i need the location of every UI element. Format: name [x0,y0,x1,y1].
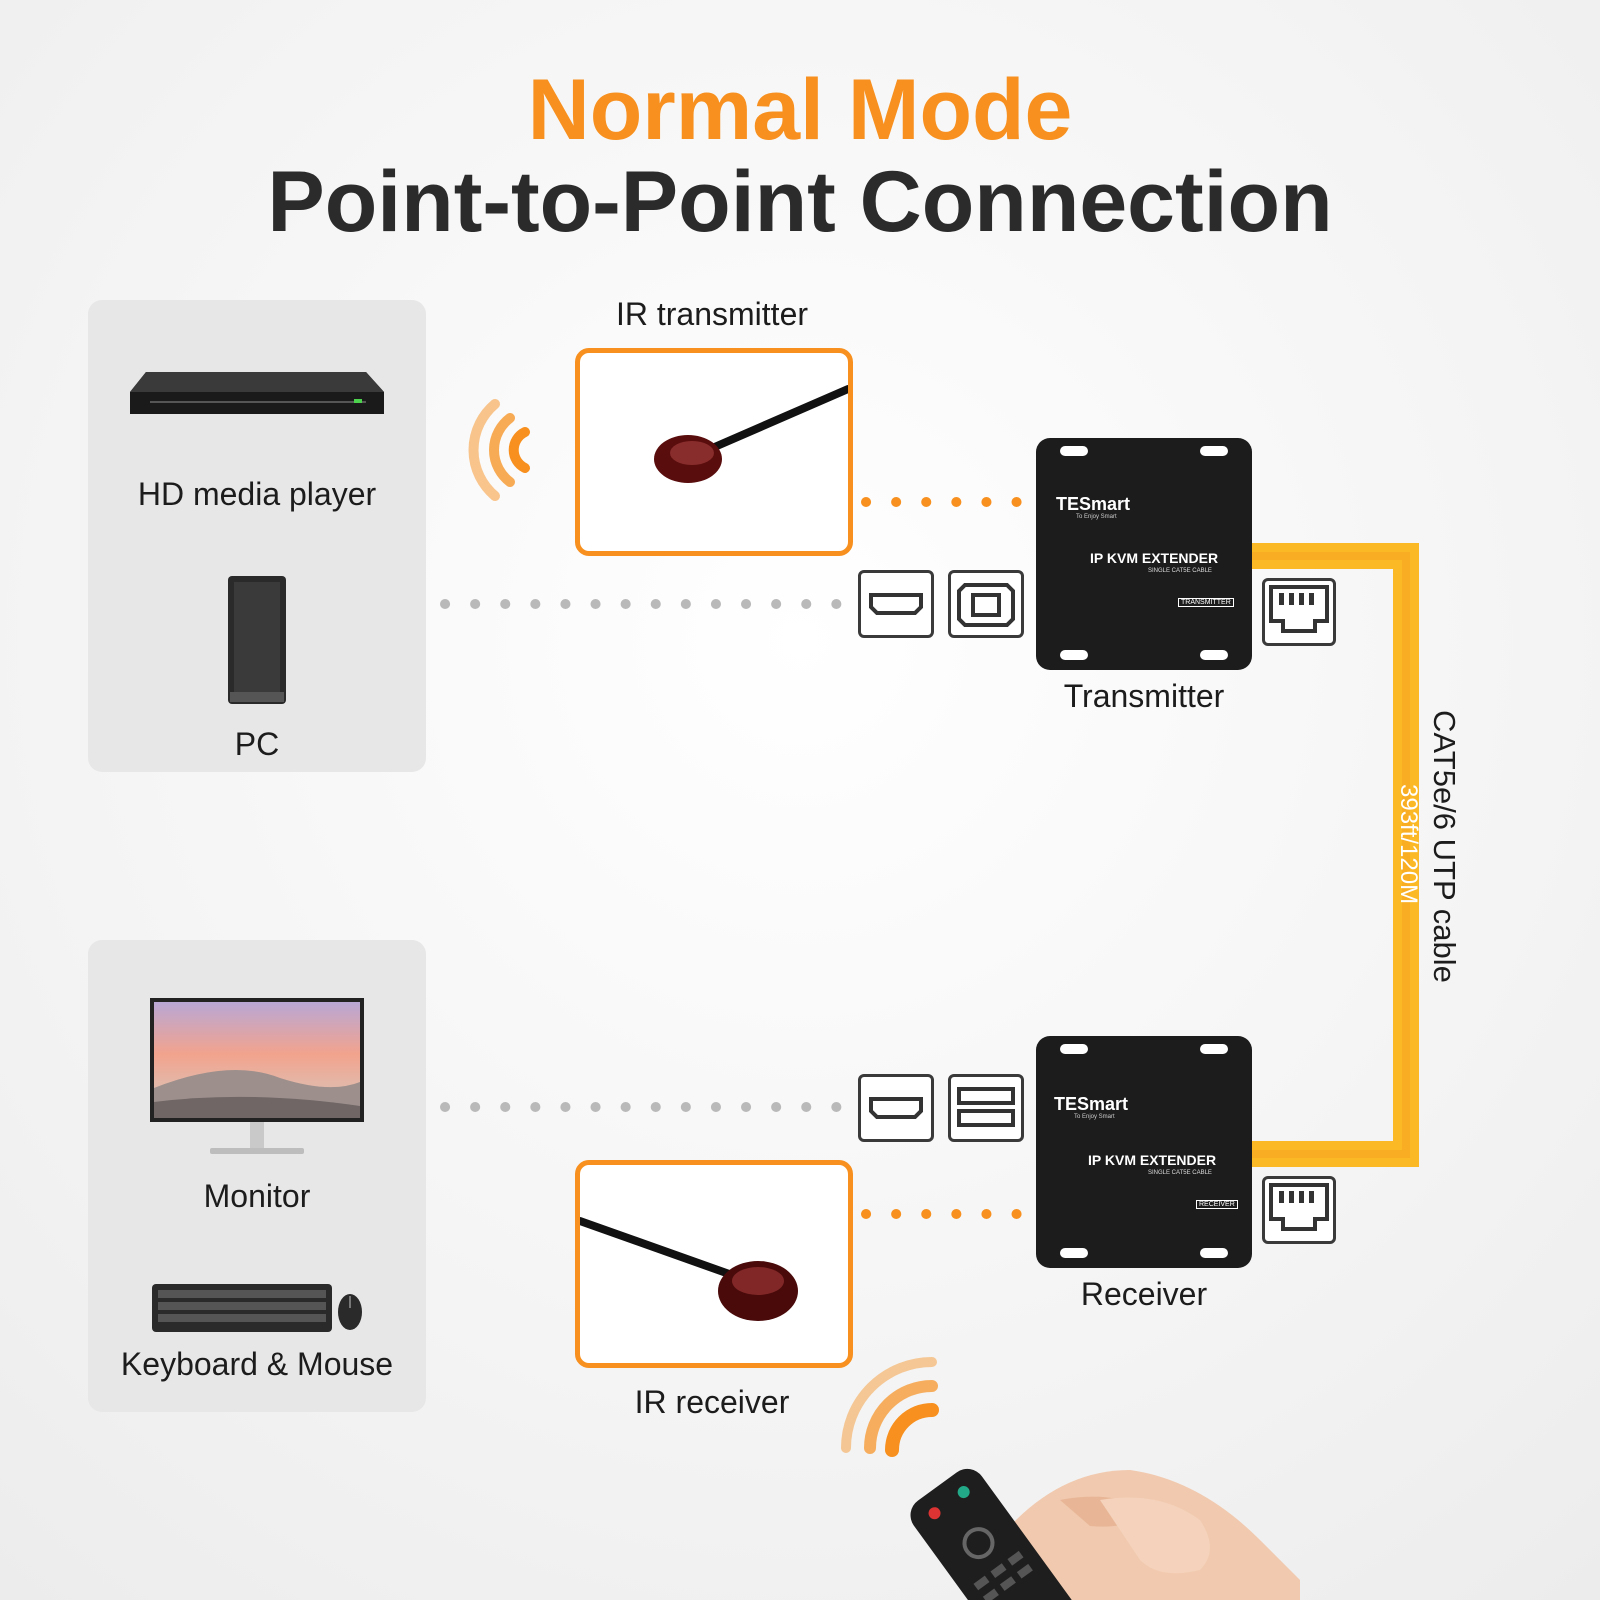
rj45-port-rx-icon [1262,1176,1336,1244]
transmitter-product: IP KVM EXTENDER [1090,550,1219,566]
mode-title: Normal Mode [527,62,1073,158]
keyboard-mouse-icon [152,1284,362,1332]
receiver-brand-sub: To Enjoy Smart [1074,1114,1115,1120]
receiver-brand: TESmart [1054,1094,1129,1114]
receiver-product: IP KVM EXTENDER [1088,1152,1217,1168]
page-title: Point-to-Point Connection [267,154,1333,250]
ir-wave-top-icon [468,399,530,501]
device-label-pc: PC [234,726,280,762]
hdmi-port-icon [858,570,934,638]
remote-control-icon [910,1468,1300,1600]
receiver-label: Receiver [1080,1276,1208,1312]
cable-name: CAT5e/6 UTP cable [1427,710,1462,983]
ir-transmitter-box [575,348,853,556]
usb-a-port-icon [948,1074,1024,1142]
transmitter-device: TESmart To Enjoy Smart IP KVM EXTENDER S… [1036,438,1252,670]
receiver-device: TESmart To Enjoy Smart IP KVM EXTENDER S… [1036,1036,1252,1268]
ir-receiver-box [575,1160,853,1368]
media-player-icon [130,372,384,414]
ir-transmitter-label: IR transmitter [615,296,809,332]
ir-transmitter-sensor-icon [654,385,848,483]
ir-wave-bottom-icon [841,1357,939,1457]
ir-receiver-sensor-icon [580,1217,798,1321]
rj45-port-tx-icon [1262,578,1336,646]
device-label-media-player: HD media player [137,476,377,512]
utp-cable [1250,543,1419,1167]
receiver-product-sub: SINGLE CAT5E CABLE [1148,1170,1212,1176]
usb-b-port-icon [948,570,1024,638]
hdmi-out-port-icon [858,1074,934,1142]
device-label-monitor: Monitor [203,1178,311,1214]
transmitter-tag: TRANSMITTER [1178,598,1234,607]
device-label-keyboard-mouse: Keyboard & Mouse [120,1346,394,1382]
transmitter-product-sub: SINGLE CAT5E CABLE [1148,568,1212,574]
pc-icon [228,576,286,704]
monitor-icon [150,998,364,1154]
ir-receiver-label: IR receiver [634,1384,790,1420]
cable-length: 393ft/120M [1395,784,1422,905]
transmitter-label: Transmitter [1063,678,1225,714]
transmitter-brand: TESmart [1056,494,1131,514]
transmitter-brand-sub: To Enjoy Smart [1076,514,1117,520]
receiver-tag: RECEIVER [1196,1200,1238,1209]
